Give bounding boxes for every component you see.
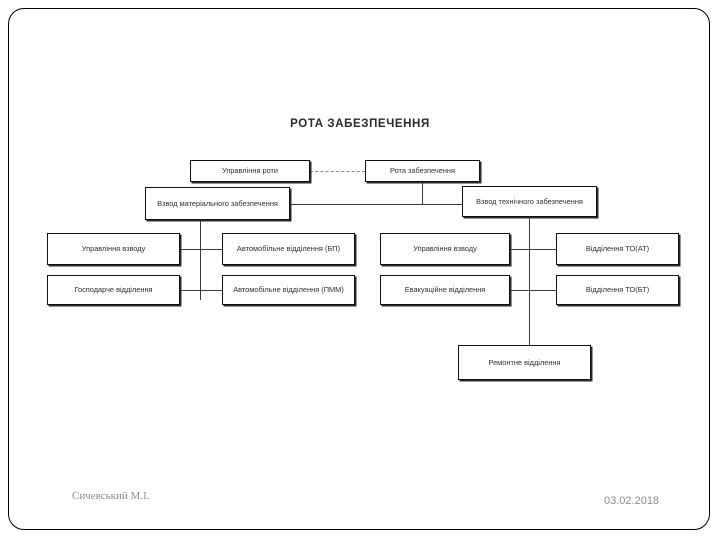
node-label: Господарче відділення: [74, 285, 153, 294]
connector-vmz-row1: [180, 249, 222, 250]
node-label: Управління взводу: [81, 244, 146, 253]
page-title: РОТА ЗАБЕЗПЕЧЕННЯ: [290, 118, 430, 130]
node-avtomobilne-viddilennya-bp[interactable]: Автомобільне відділення (БП): [222, 233, 355, 265]
footer-author: Сичевський М.І.: [72, 490, 150, 502]
node-label: Автомобільне відділення (ПММ): [233, 285, 344, 294]
node-label: Ремонтне відділення: [488, 357, 561, 367]
node-label: Управління роти: [221, 166, 279, 175]
node-label: Евакуаційне відділення: [404, 285, 486, 294]
node-avtomobilne-viddilennya-pmm[interactable]: Автомобільне відділення (ПММ): [222, 275, 355, 305]
node-gospodarche-viddilennya[interactable]: Господарче відділення: [47, 275, 180, 305]
connector-vtz-row2: [510, 290, 556, 291]
node-label: Відділення ТО(АТ): [585, 244, 650, 253]
node-upravlinnya-roty[interactable]: Управління роти: [190, 160, 310, 182]
connector-vtz-row1: [510, 249, 556, 250]
node-label: Автомобільне відділення (БП): [236, 244, 341, 253]
node-label: Рота забезпечення: [390, 166, 455, 175]
node-label: Взвод матеріального забезпечення: [157, 198, 278, 208]
node-vzvod-materialnogo-zabezpechennya[interactable]: Взвод матеріального забезпечення: [145, 187, 290, 220]
connector-vmz-stem: [200, 220, 201, 300]
node-viddilennya-to-bt[interactable]: Відділення ТО(БТ): [556, 275, 679, 305]
slide-border-frame: [8, 8, 710, 530]
node-label: Відділення ТО(БТ): [585, 285, 650, 294]
node-upravlinnya-vzvodu-mz[interactable]: Управління взводу: [47, 233, 180, 265]
node-rota-zabezpechennya[interactable]: Рота забезпечення: [365, 160, 480, 182]
node-viddilennya-to-at[interactable]: Відділення ТО(АТ): [556, 233, 679, 265]
node-label: Взвод технічного забезпечення: [476, 196, 583, 206]
node-evakuatsiyne-viddilennya[interactable]: Евакуаційне відділення: [380, 275, 510, 305]
footer-date: 03.02.2018: [604, 495, 660, 507]
node-upravlinnya-vzvodu-tz[interactable]: Управління взводу: [380, 233, 510, 265]
node-label: Управління взводу: [413, 244, 477, 253]
node-remontne-viddilennya[interactable]: Ремонтне відділення: [458, 345, 591, 380]
connector-rota-stem: [422, 182, 423, 204]
connector-upravlinnya-roty-to-rota: [310, 171, 365, 172]
connector-vtz-stem: [529, 217, 530, 345]
node-vzvod-tehnichnogo-zabezpechennya[interactable]: Взвод технічного забезпечення: [462, 186, 597, 217]
connector-vmz-row2: [180, 290, 222, 291]
connector-level2-spine: [290, 204, 462, 205]
